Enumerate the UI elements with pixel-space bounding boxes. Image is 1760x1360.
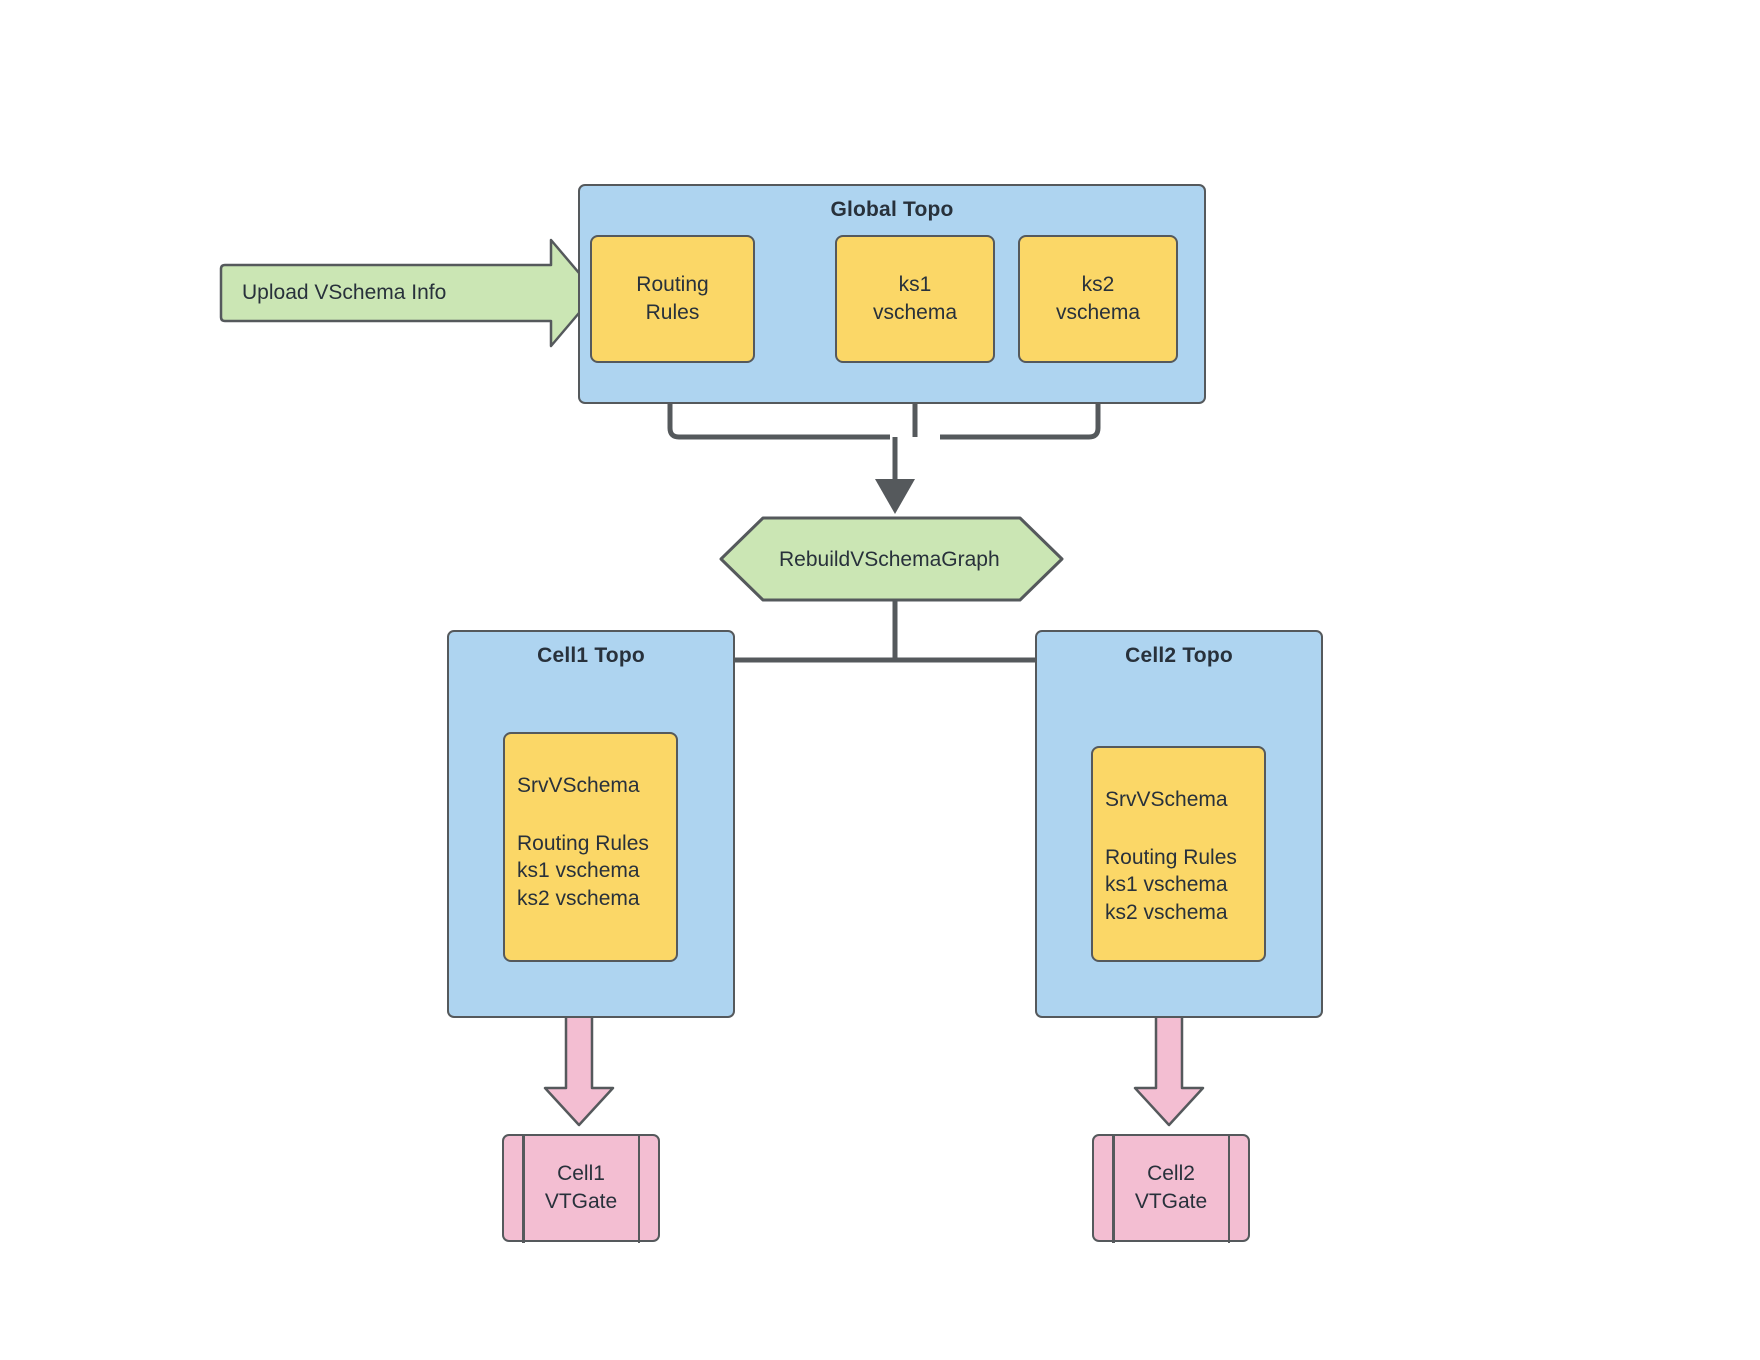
rebuild-vschema-graph-label: RebuildVSchemaGraph xyxy=(779,548,1000,571)
cell1-vtgate-line2: VTGate xyxy=(544,1190,618,1213)
cell1-vtgate-node[interactable]: Cell1 VTGate xyxy=(502,1133,660,1243)
cell2-topo-title: Cell2 Topo xyxy=(1125,644,1233,667)
process-bar-right-icon xyxy=(1227,1133,1230,1243)
cell2-srvvschema-box[interactable]: SrvVSchema Routing Rules ks1 vschema ks2… xyxy=(1091,746,1266,962)
cell2-vtgate-line1: Cell2 xyxy=(1147,1161,1195,1185)
cell1-srvvschema-box[interactable]: SrvVSchema Routing Rules ks1 vschema ks2… xyxy=(503,732,678,962)
ks1-vschema-line1: ks1 xyxy=(898,273,932,297)
cell1-srvvschema-heading: SrvVSchema xyxy=(517,774,640,797)
ks1-vschema-line2: vschema xyxy=(872,301,958,324)
cell1-srv-item-ks1-vschema: ks1 vschema xyxy=(517,859,640,883)
cell1-srv-item-ks2-vschema: ks2 vschema xyxy=(517,887,640,911)
cell1-topo-title: Cell1 Topo xyxy=(537,644,645,667)
routing-rules-line2: Rules xyxy=(645,301,700,324)
process-bar-left-icon xyxy=(522,1133,525,1243)
ks2-vschema-line1: ks2 xyxy=(1081,273,1115,297)
process-bar-left-icon xyxy=(1112,1133,1115,1243)
cell2-srv-item-routing-rules: Routing Rules xyxy=(1105,845,1237,869)
global-topo-title: Global Topo xyxy=(830,198,954,221)
cell2-vtgate-line2: VTGate xyxy=(1134,1190,1208,1213)
cell1-srv-item-routing-rules: Routing Rules xyxy=(517,831,649,855)
cell2-srv-item-ks2-vschema: ks2 vschema xyxy=(1105,901,1228,925)
process-bar-right-icon xyxy=(637,1133,640,1243)
cell1-vtgate-line1: Cell1 xyxy=(557,1161,605,1185)
global-topo-box-routing-rules[interactable]: Routing Rules xyxy=(590,235,755,363)
cell2-srvvschema-heading: SrvVSchema xyxy=(1105,788,1228,811)
global-topo-box-ks1-vschema[interactable]: ks1 vschema xyxy=(835,235,995,363)
upload-vschema-label: Upload VSchema Info xyxy=(242,281,447,304)
cell2-srv-item-ks1-vschema: ks1 vschema xyxy=(1105,873,1228,897)
ks2-vschema-line2: vschema xyxy=(1055,301,1141,324)
global-topo-box-ks2-vschema[interactable]: ks2 vschema xyxy=(1018,235,1178,363)
routing-rules-line1: Routing xyxy=(636,273,709,297)
cell2-vtgate-node[interactable]: Cell2 VTGate xyxy=(1092,1133,1250,1243)
